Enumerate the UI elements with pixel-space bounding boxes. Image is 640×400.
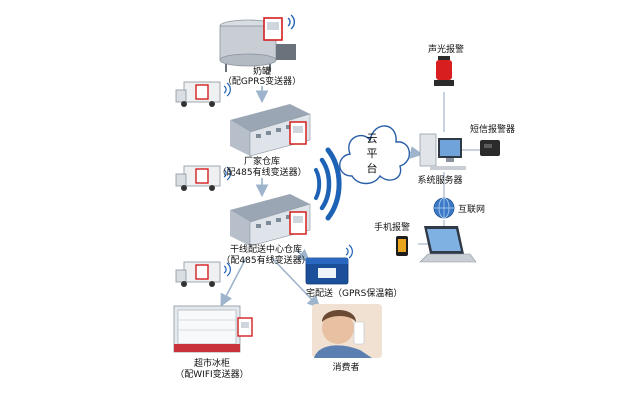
- server-computer-icon: [419, 133, 466, 170]
- internet-globe-icon: [433, 197, 455, 219]
- arrow-center-to-supermarket: [220, 257, 247, 307]
- supermarket-fridge-icon: [173, 305, 253, 353]
- arrow-center-to-consumer: [271, 257, 321, 309]
- truck-icon-1: [175, 81, 231, 107]
- home-delivery-label: 宅配送（GPRS保温箱）: [306, 287, 402, 299]
- phone-alarm-label: 手机报警: [374, 221, 410, 233]
- cooler-box-icon: [305, 244, 353, 285]
- internet-label: 互联网: [458, 204, 485, 215]
- wireless-wave-icon: [314, 147, 342, 221]
- consumer-photo-icon: [312, 304, 382, 358]
- system-server-label: 系统服务器: [417, 174, 462, 186]
- supermarket-note: （配WIFI变送器）: [175, 368, 248, 380]
- milk-tank-note: （配GPRS变送器）: [223, 75, 301, 87]
- milk-tank-label: 奶罐: [253, 65, 271, 77]
- alarm-light-icon: [434, 56, 454, 86]
- sms-alarm-label: 短信报警器: [470, 123, 515, 135]
- factory-warehouse-note: （配485有线变送器）: [217, 166, 306, 178]
- cloud-label-char-2: 平: [367, 147, 378, 160]
- sms-alarm-device-icon: [480, 140, 500, 156]
- consumer-label: 消费者: [332, 361, 359, 373]
- truck-icon-3: [175, 261, 231, 287]
- distribution-center-label: 干线配送中心仓库: [230, 243, 302, 255]
- cloud-label-char-1: 云: [367, 132, 378, 145]
- milk-tank-icon: [219, 17, 296, 72]
- truck-icon-2: [175, 165, 231, 191]
- laptop-icon: [419, 226, 477, 263]
- distribution-center-icon: [230, 194, 311, 247]
- cloud-platform-icon: [339, 125, 410, 185]
- supermarket-label: 超市冰柜: [194, 357, 230, 369]
- factory-warehouse-label: 厂家仓库: [244, 155, 280, 167]
- factory-warehouse-icon: [230, 104, 311, 157]
- sound-light-alarm-label: 声光报警: [428, 43, 464, 55]
- wifi-signal-icon: [287, 14, 295, 30]
- cloud-label-char-3: 台: [367, 161, 378, 175]
- distribution-center-note: （配485有线变送器）: [221, 254, 310, 266]
- mobile-phone-icon: [396, 236, 408, 256]
